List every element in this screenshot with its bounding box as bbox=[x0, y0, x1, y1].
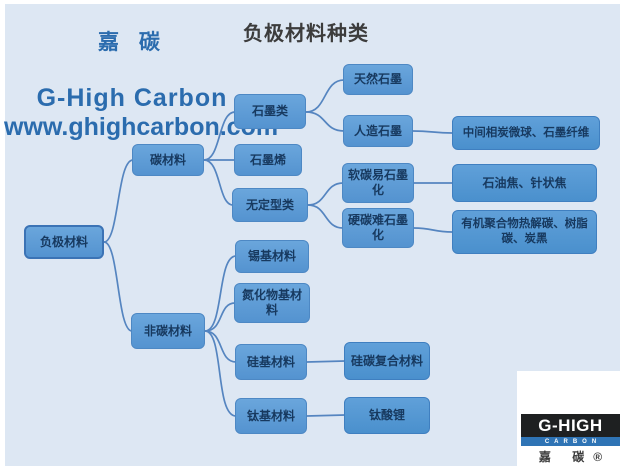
node-anode-materials: 负极材料 bbox=[24, 225, 104, 259]
brand-block: G-High Carbon www.ghighcarbon.com bbox=[4, 84, 279, 142]
node-soft-carbon: 软碳易石墨化 bbox=[342, 163, 414, 203]
node-graphene: 石墨烯 bbox=[234, 144, 302, 176]
node-silicon-carbon-composite: 硅碳复合材料 bbox=[344, 342, 430, 380]
page-title: 负极材料种类 bbox=[243, 23, 369, 45]
node-petroleum-needle-coke: 石油焦、针状焦 bbox=[452, 164, 597, 202]
node-natural-graphite: 天然石墨 bbox=[343, 64, 413, 95]
node-mesocarbon-microbeads: 中间相炭微球、石墨纤维 bbox=[452, 116, 600, 150]
node-amorphous-class: 无定型类 bbox=[232, 188, 308, 222]
node-non-carbon-materials: 非碳材料 bbox=[131, 313, 205, 349]
logo-carbon-stripe: CARBON bbox=[521, 437, 620, 446]
node-artificial-graphite: 人造石墨 bbox=[343, 115, 413, 147]
brand-name-english: G-High Carbon bbox=[36, 84, 228, 112]
node-silicon-based: 硅基材料 bbox=[235, 344, 307, 380]
node-graphite-class: 石墨类 bbox=[234, 94, 306, 129]
node-nitride-based: 氮化物基材料 bbox=[234, 283, 310, 323]
company-logo: G-HIGH CARBON 嘉 碳® bbox=[521, 414, 620, 466]
node-hard-carbon: 硬碳难石墨化 bbox=[342, 208, 414, 248]
node-titanium-based: 钛基材料 bbox=[235, 398, 307, 434]
node-tin-based: 锡基材料 bbox=[235, 240, 309, 273]
logo-chinese-name: 嘉 碳® bbox=[521, 446, 620, 466]
node-pyrolytic-carbon: 有机聚合物热解碳、树脂碳、炭黑 bbox=[452, 210, 597, 254]
logo-wordmark: G-HIGH bbox=[521, 414, 620, 437]
brand-name-chinese: 嘉 碳 bbox=[98, 31, 167, 54]
node-carbon-materials: 碳材料 bbox=[132, 144, 204, 176]
brand-website-url: www.ghighcarbon.com bbox=[4, 113, 279, 141]
node-lithium-titanate: 钛酸锂 bbox=[344, 397, 430, 434]
